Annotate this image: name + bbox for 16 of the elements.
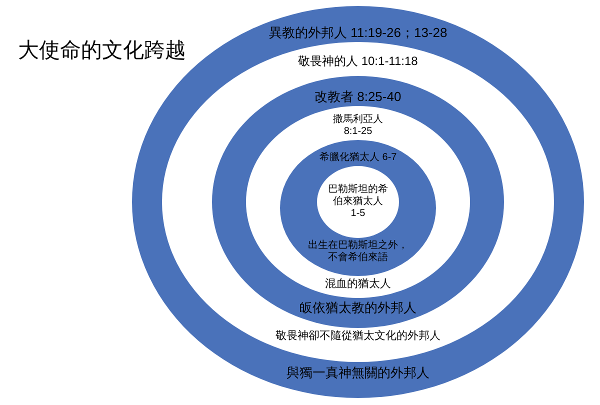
center-circle <box>317 166 399 238</box>
circle-label: 巴勒斯坦的希伯來猶太人 1-5 <box>328 184 388 220</box>
ring <box>212 76 504 328</box>
ring <box>280 140 436 276</box>
ring-label: 出生在巴勒斯坦之外，不會希伯來語 <box>307 240 409 264</box>
ring-label: 混血的猶太人 <box>325 278 391 291</box>
ring-label: 皈依猶太教的外邦人 <box>300 300 416 315</box>
ring-label: 敬畏神卻不隨從猶太文化的外邦人 <box>276 330 440 343</box>
ring-label: 異教的外邦人 11:19-26；13-28 <box>269 25 448 40</box>
ring-label: 與獨一真神無關的外邦人 <box>286 365 430 380</box>
ring-label: 敬畏神的人 10:1-11:18 <box>298 54 418 68</box>
title: 大使命的文化跨越 <box>18 38 186 64</box>
ring-label: 希臘化猶太人 6-7 <box>320 152 397 164</box>
ring-label: 撒馬利亞人 8:1-25 <box>332 114 384 138</box>
ring <box>246 106 470 298</box>
ring-label: 改教者 8:25-40 <box>314 89 402 104</box>
